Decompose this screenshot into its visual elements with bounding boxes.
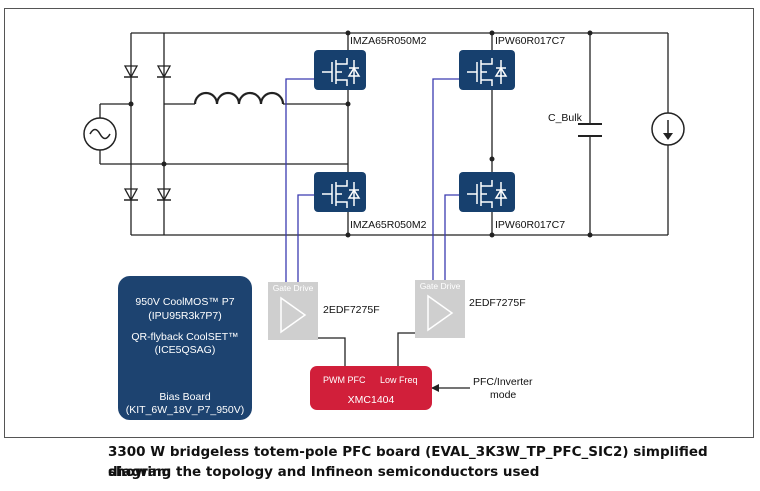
caption-line1: 3300 W bridgeless totem-pole PFC board (…	[108, 444, 708, 480]
sw-top-right-label: IPW60R017C7	[495, 35, 565, 47]
bias-line2: (IPU95R3k7P7)	[148, 310, 222, 322]
bias-line4: (ICE5QSAG)	[155, 344, 216, 356]
controller-part-label: XMC1404	[348, 394, 395, 406]
mode-label-line1: PFC/Inverter	[473, 376, 533, 388]
switch-top-right	[459, 50, 515, 90]
diagram-frame	[4, 8, 754, 438]
switch-bottom-left	[314, 172, 366, 212]
bias-line6: (KIT_6W_18V_P7_950V)	[126, 404, 244, 416]
power-wiring	[99, 32, 669, 236]
gate-driver-left-title: Gate Drive	[273, 283, 314, 293]
mode-label-line2: mode	[490, 389, 516, 401]
bias-line5: Bias Board	[159, 391, 211, 403]
ac-source	[83, 117, 117, 151]
mode-arrow	[431, 384, 439, 392]
controller-pwm-label: PWM PFC	[323, 375, 366, 385]
bias-line1: 950V CoolMOS™ P7	[135, 296, 234, 308]
gate-driver-left: Gate Drive 2EDF7275F	[268, 282, 380, 340]
bias-board: 950V CoolMOS™ P7 (IPU95R3k7P7) QR-flybac…	[118, 276, 252, 420]
gate-driver-right-title: Gate Drive	[420, 281, 461, 291]
caption-line2: showing the topology and Infineon semico…	[108, 464, 540, 480]
switch-bottom-right	[459, 172, 515, 212]
junctions	[128, 30, 593, 238]
sw-bottom-right-label: IPW60R017C7	[495, 219, 565, 231]
gate-driver-right: Gate Drive 2EDF7275F	[415, 280, 526, 338]
sw-bottom-left-label: IMZA65R050M2	[350, 219, 427, 231]
load-current-source	[651, 112, 685, 146]
gate-wires	[285, 78, 462, 283]
capacitor-label: C_Bulk	[548, 112, 583, 124]
inductor	[193, 91, 285, 105]
bias-line3: QR-flyback CoolSET™	[131, 331, 238, 343]
controller-xmc: PWM PFC Low Freq XMC1404	[310, 366, 432, 410]
switch-top-left	[314, 50, 366, 90]
sw-top-left-label: IMZA65R050M2	[350, 35, 427, 47]
controller-lowfreq-label: Low Freq	[380, 375, 418, 385]
gate-driver-right-part: 2EDF7275F	[469, 297, 526, 309]
gate-driver-left-part: 2EDF7275F	[323, 304, 380, 316]
